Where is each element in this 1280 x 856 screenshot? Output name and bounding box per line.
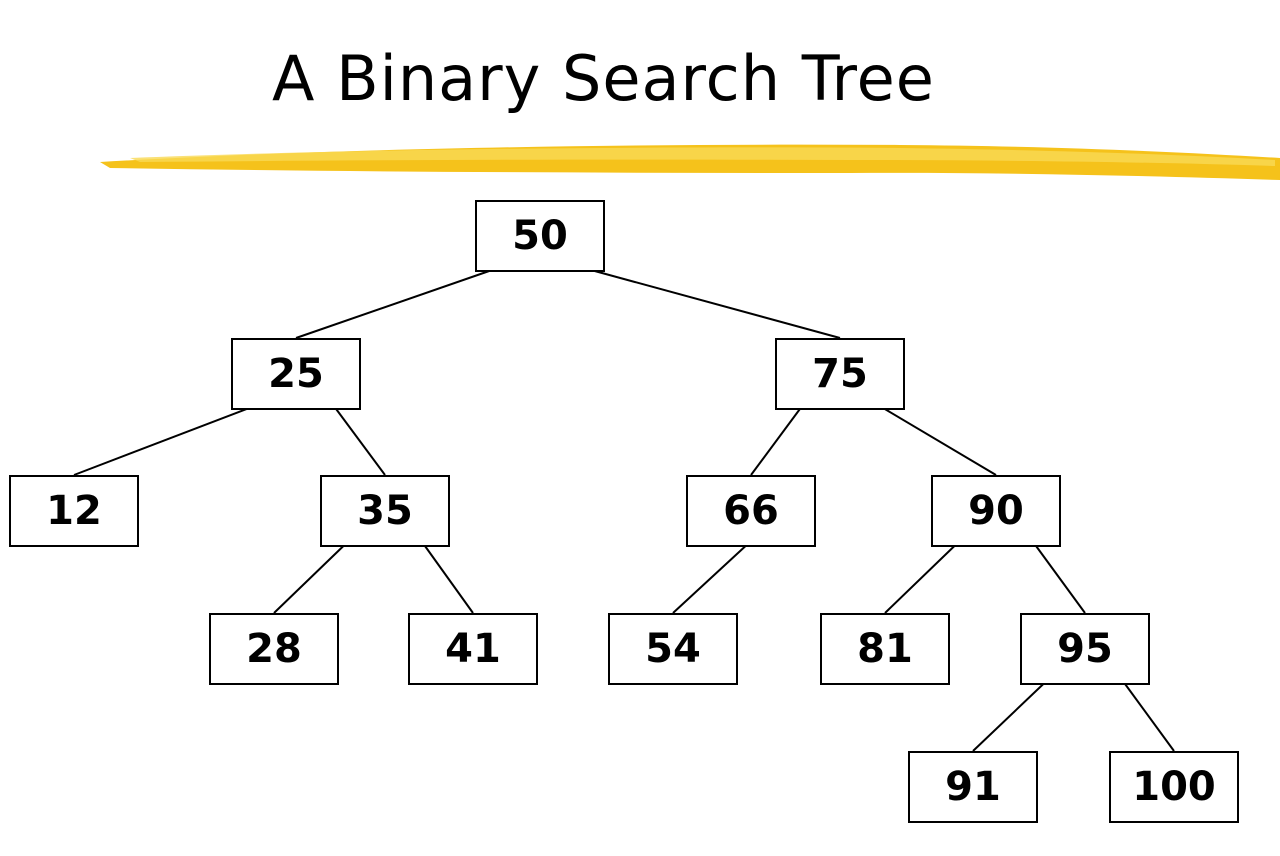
tree-node-50: 50 (475, 200, 605, 272)
tree-edge-95-100 (1120, 678, 1175, 752)
slide-title: A Binary Search Tree (272, 42, 935, 115)
tree-edge-50-25 (295, 265, 504, 339)
tree-node-54: 54 (608, 613, 738, 685)
tree-node-41: 41 (408, 613, 538, 685)
tree-node-28: 28 (209, 613, 339, 685)
tree-edge-95-91 (972, 678, 1050, 752)
tree-node-95: 95 (1020, 613, 1150, 685)
highlighter-highlight (130, 147, 1275, 166)
tree-edge-50-75 (576, 265, 841, 339)
tree-node-12: 12 (9, 475, 139, 547)
tree-node-100: 100 (1109, 751, 1239, 823)
tree-edge-35-41 (420, 540, 474, 614)
tree-edge-75-90 (875, 403, 997, 476)
tree-node-91: 91 (908, 751, 1038, 823)
tree-edge-90-81 (884, 540, 961, 614)
tree-edge-25-12 (73, 403, 260, 476)
tree-node-75: 75 (775, 338, 905, 410)
tree-node-81: 81 (820, 613, 950, 685)
tree-edge-35-28 (273, 540, 350, 614)
tree-node-66: 66 (686, 475, 816, 547)
tree-edge-90-95 (1031, 540, 1086, 614)
tree-edge-66-54 (672, 540, 752, 614)
tree-node-35: 35 (320, 475, 450, 547)
tree-node-25: 25 (231, 338, 361, 410)
tree-edge-75-66 (750, 403, 805, 476)
tree-edge-25-35 (331, 403, 386, 476)
tree-node-90: 90 (931, 475, 1061, 547)
